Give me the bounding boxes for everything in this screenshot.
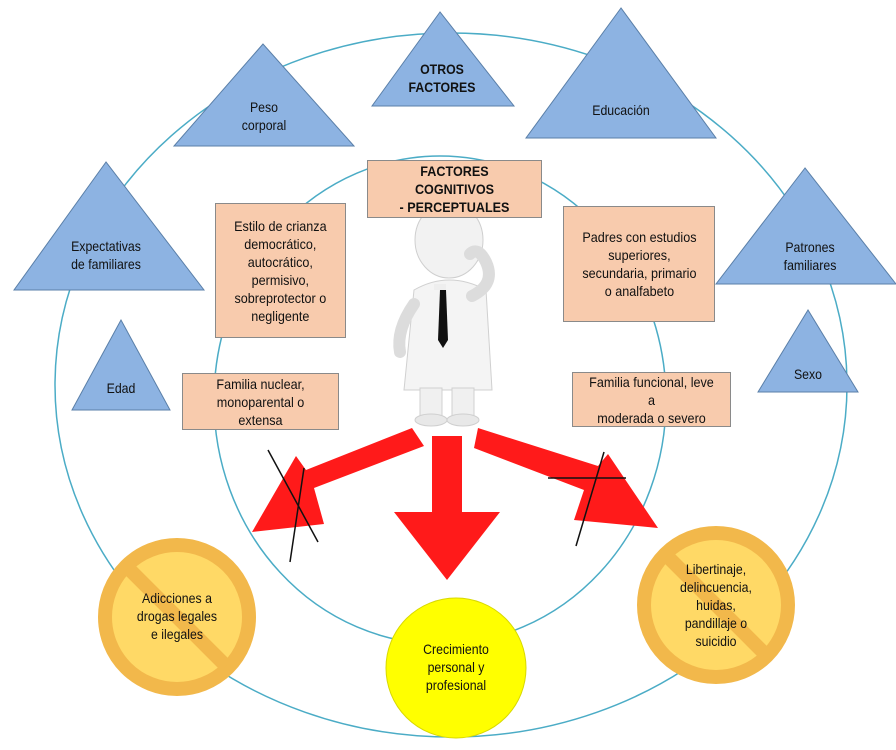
label-crecimiento: Crecimiento personal y profesional [423,641,489,693]
triangle-otros-factores [371,11,516,107]
prohibition-icon-left [98,538,256,696]
label-peso-corporal: Peso corporal [241,99,287,133]
triangle-educacion [525,7,717,139]
growth-circle [385,597,527,739]
red-arrow-icon [252,428,658,580]
label-sexo: Sexo [793,366,823,382]
label-libertinaje: Libertinaje, delincuencia, huidas, pandi… [680,561,752,649]
label-adicciones: Adicciones a drogas legales e ilegales [136,590,218,642]
triangle-sexo [757,309,859,393]
triangle-patrones [714,167,896,285]
label-otros-factores: OTROS FACTORES [408,61,476,95]
strike-right-1 [575,451,605,547]
label-educacion: Educación [592,102,650,118]
label-edad: Edad [106,380,136,396]
label-expectativas: Expectativas de familiares [71,238,141,272]
arrow-left [252,428,424,532]
prohibition-icon-right [637,526,795,684]
strike-left-2 [289,467,305,563]
label-patrones: Patrones familiares [783,239,837,273]
box-padres-estudios: Padres con estudios superiores, secundar… [563,206,715,322]
box-familia-funcional: Familia funcional, leve a moderada o sev… [572,372,731,427]
arrow-center [394,436,500,580]
triangle-peso-corporal [172,43,356,147]
box-estilo-crianza: Estilo de crianza democrático, autocráti… [215,203,346,338]
thinking-person-icon [393,201,495,427]
title-box: FACTORES COGNITIVOS - PERCEPTUALES [367,160,542,218]
box-familia-nuclear: Familia nuclear, monoparental o extensa [182,373,339,430]
strike-left-1 [267,449,319,543]
triangle-expectativas [13,161,206,291]
triangle-edad [71,318,171,411]
